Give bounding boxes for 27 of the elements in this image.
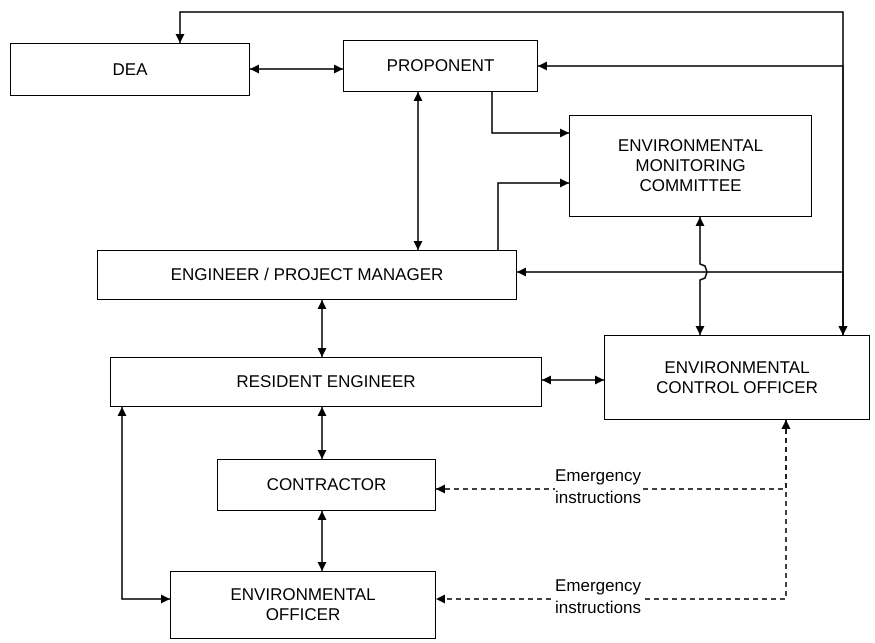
process-box xyxy=(569,115,812,217)
arrow xyxy=(318,300,326,357)
process-box xyxy=(604,335,870,420)
arrow xyxy=(517,268,848,335)
arrow xyxy=(250,64,343,74)
process-box xyxy=(10,43,250,96)
arrow xyxy=(696,217,708,335)
process-box xyxy=(170,571,436,639)
arrow xyxy=(497,178,569,250)
node-label: ENVIRONMENTAL OFFICER xyxy=(229,585,377,625)
process-box xyxy=(343,40,538,92)
process-box xyxy=(110,357,542,407)
arrow xyxy=(118,407,170,604)
arrow xyxy=(491,92,569,138)
node-label: RESIDENT ENGINEER xyxy=(236,372,416,392)
arrow xyxy=(414,92,422,250)
node-label: ENVIRONMENTAL CONTROL OFFICER xyxy=(655,358,819,398)
node-label: ENVIRONMENTAL MONITORING COMMITTEE xyxy=(616,136,764,196)
process-box xyxy=(217,459,436,511)
arrow xyxy=(542,376,604,384)
arrow xyxy=(318,407,326,459)
node-label: DEA xyxy=(112,60,148,80)
process-box xyxy=(97,250,517,300)
arrow xyxy=(318,511,326,571)
node-label: CONTRACTOR xyxy=(266,475,386,495)
node-label: PROPONENT xyxy=(386,56,494,76)
node-label: ENGINEER / PROJECT MANAGER xyxy=(170,265,444,285)
